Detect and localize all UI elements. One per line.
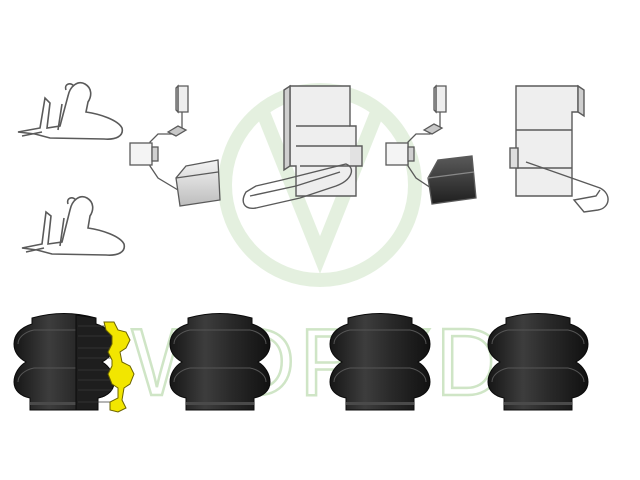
pad-retainer-plate-with-wire-spring [242,84,363,209]
spring-clip-upper-left [17,81,124,140]
guide-pin-boot-4 [487,313,589,411]
retainer-plate-side-view [509,84,609,213]
guide-pin-boot-sectioned [13,313,135,413]
guide-pin-boot-3 [329,313,431,411]
guide-pin-boot-2 [169,313,271,411]
sensor-bracket-with-light-pad [129,84,221,207]
spring-clip-lower-left [21,195,126,256]
sensor-bracket-with-dark-pad [385,84,477,205]
